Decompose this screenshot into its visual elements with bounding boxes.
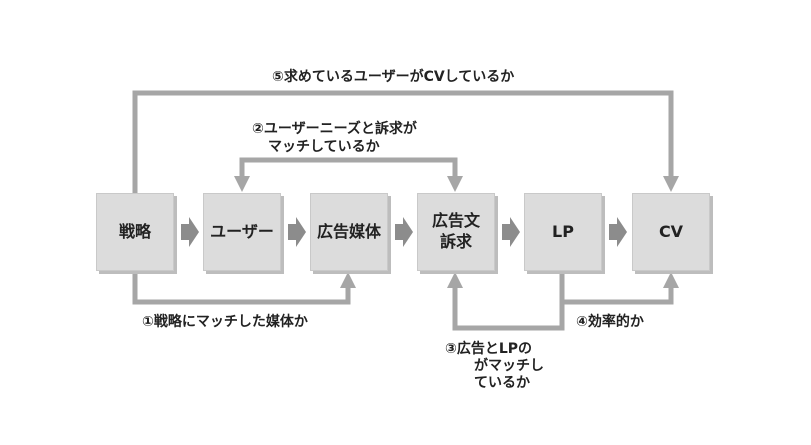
flow-arrow-4: [502, 217, 520, 247]
label-q4: ④効率的か: [576, 314, 644, 330]
loop-strategy-to-cv: [132, 90, 674, 193]
flow-arrow-2: [288, 217, 306, 247]
label-q3-line3: ているか: [474, 375, 530, 391]
label-q2-line1: ②ユーザーニーズと訴求が: [252, 121, 417, 137]
arrowhead-user-top: [234, 176, 250, 192]
loop-lp-to-adcopy: [452, 271, 565, 331]
arrowhead-media-bottom: [340, 272, 356, 288]
box-lp: LP: [524, 193, 602, 271]
box-media-label: 広告媒体: [316, 221, 381, 241]
arrowhead-adcopy-bottom: [447, 272, 463, 288]
label-q3-line1: ③広告とLPの: [445, 341, 533, 357]
box-media: 広告媒体: [310, 193, 388, 271]
loop-strategy-to-media: [132, 271, 351, 305]
label-q3-line2: がマッチし: [474, 358, 544, 374]
box-strategy-label: 戦略: [118, 221, 151, 241]
label-q5: ⑤求めているユーザーがCVしているか: [272, 69, 515, 85]
box-lp-label: LP: [552, 221, 574, 241]
label-q2-line2: マッチしているか: [268, 139, 380, 155]
flow-arrow-1: [181, 217, 199, 247]
arrowhead-cv-top: [663, 176, 679, 192]
box-user-label: ユーザー: [210, 221, 274, 241]
box-cv: CV: [632, 193, 710, 271]
label-q1: ①戦略にマッチした媒体か: [142, 314, 308, 330]
box-user: ユーザー: [203, 193, 281, 271]
flow-arrow-3: [395, 217, 413, 247]
loop-user-to-adcopy: [239, 157, 458, 178]
arrowhead-cv-bottom: [663, 272, 679, 288]
box-cv-label: CV: [658, 221, 684, 241]
flow-arrow-5: [609, 217, 627, 247]
box-ad-copy-label-1: 広告文: [431, 211, 480, 231]
loop-lp-to-cv: [562, 286, 674, 305]
box-ad-copy-label-2: 訴求: [439, 232, 472, 251]
arrowhead-adcopy-top: [447, 176, 463, 192]
box-ad-copy: 広告文 訴求: [417, 193, 495, 271]
box-strategy: 戦略: [96, 193, 174, 271]
